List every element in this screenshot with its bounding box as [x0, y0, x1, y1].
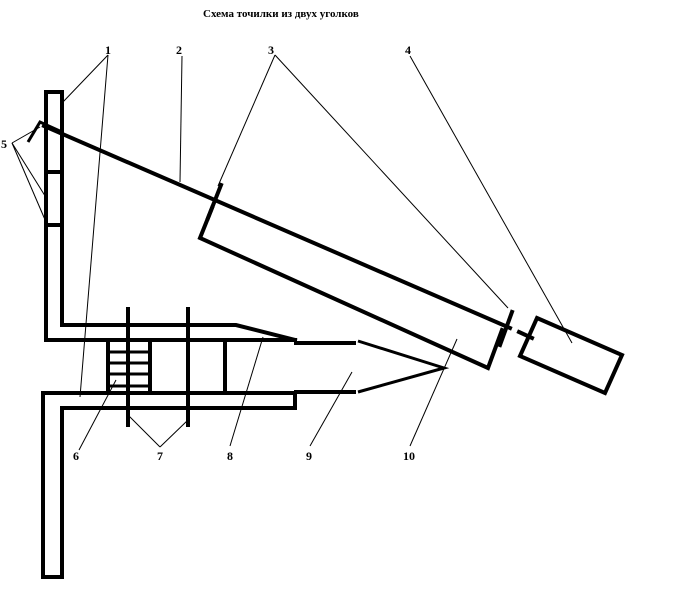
label-9: 9 — [306, 449, 312, 463]
upper-angle — [44, 90, 298, 343]
label-2: 2 — [176, 43, 182, 57]
weight-block — [517, 315, 625, 396]
clamp-bolts — [126, 307, 227, 427]
label-8: 8 — [227, 449, 233, 463]
label-10: 10 — [403, 449, 415, 463]
stone-holder — [197, 205, 505, 371]
diagram-title: Схема точилки из двух уголков — [203, 8, 359, 20]
rod-clamps — [205, 182, 515, 348]
blade-wedge — [294, 339, 450, 394]
label-4: 4 — [405, 43, 411, 57]
upper-clamp-bars — [44, 170, 64, 227]
guide-rod — [26, 120, 535, 341]
ladder-spacer — [106, 340, 152, 395]
label-5: 5 — [1, 137, 7, 151]
label-6: 6 — [73, 449, 79, 463]
lower-angle — [41, 391, 297, 579]
label-1: 1 — [105, 43, 111, 57]
leader-lines — [11, 54, 573, 451]
label-3: 3 — [268, 43, 274, 57]
label-7: 7 — [157, 449, 163, 463]
